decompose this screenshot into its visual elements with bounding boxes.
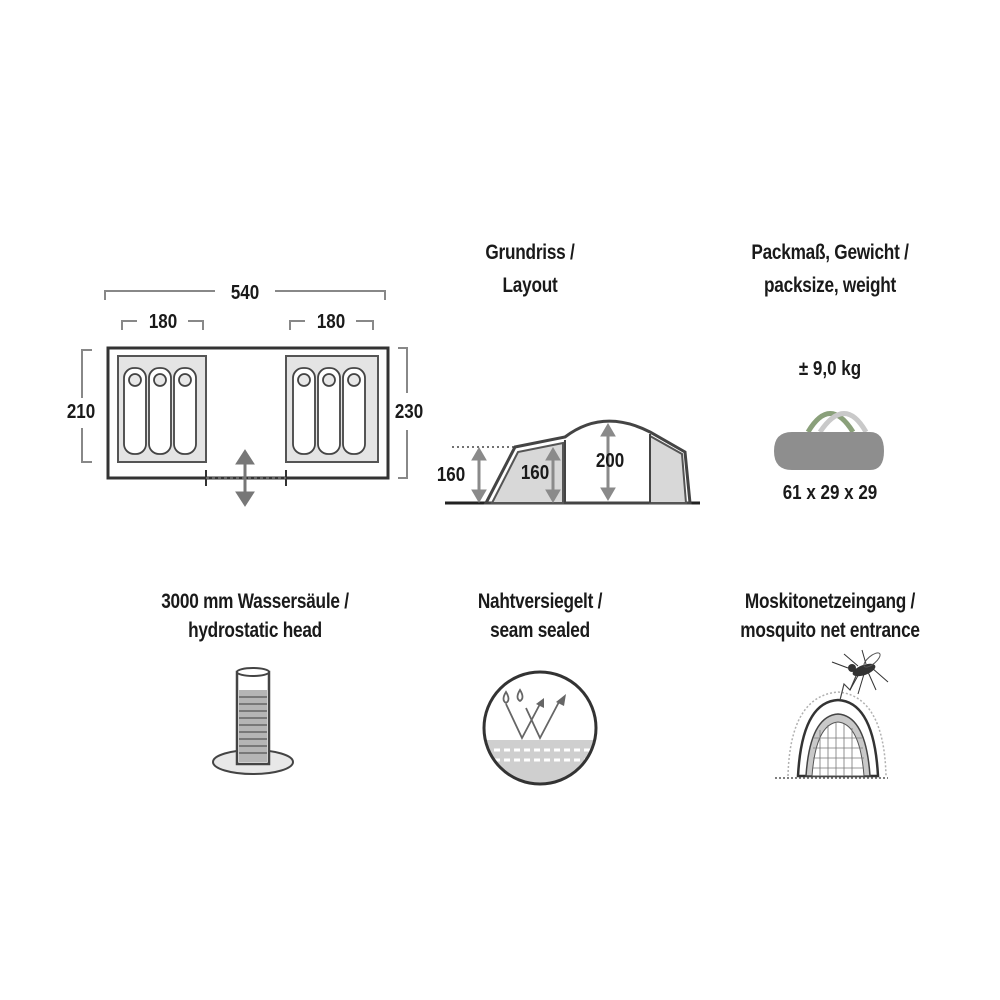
sleeping-bag-icon: [292, 367, 316, 455]
pack-size-label: 61 x 29 x 29: [782, 482, 878, 504]
height-arrow-cabin-icon: [545, 447, 561, 503]
seam-sealed-icon: [482, 670, 598, 786]
water-title-line1: 3000 mm Wassersäule /: [161, 590, 349, 613]
total-width-label: 540: [230, 282, 260, 304]
sleeping-bags-right: [292, 367, 366, 455]
depth-left-label: 210: [66, 401, 96, 423]
cabin-right-width-label: 180: [316, 311, 346, 333]
pack-title-line2: packsize, weight: [764, 274, 896, 297]
seam-title-line1: Nahtversiegelt /: [477, 590, 603, 613]
tent-side-view: [445, 419, 700, 505]
cabin-height-label: 160: [520, 462, 550, 484]
layout-title-line2: Layout: [502, 274, 558, 297]
outer-height-label: 160: [436, 464, 466, 486]
mosquito-net-icon: [775, 649, 889, 779]
water-column-icon: [212, 667, 294, 775]
sleeping-bag-icon: [173, 367, 197, 455]
sleeping-bags-left: [123, 367, 197, 455]
mosquito-title-line1: Moskitonetzeingang /: [744, 590, 916, 613]
center-height-label: 200: [595, 450, 625, 472]
mosquito-title-line2: mosquito net entrance: [740, 619, 920, 642]
water-title-line2: hydrostatic head: [188, 619, 322, 642]
layout-title-line1: Grundriss /: [485, 241, 575, 264]
duffel-bag-icon: [774, 411, 884, 470]
sleeping-bag-icon: [123, 367, 147, 455]
door-double-arrow-icon: [235, 449, 255, 507]
sleeping-bag-icon: [342, 367, 366, 455]
height-arrow-outer-icon: [471, 447, 487, 503]
seam-title-line2: seam sealed: [490, 619, 590, 642]
mosquito-icon: [831, 649, 889, 701]
depth-right-label: 230: [394, 401, 424, 423]
height-arrow-center-icon: [600, 423, 616, 501]
sleeping-bag-icon: [148, 367, 172, 455]
floorplan-dimension-lines: [81, 290, 408, 479]
weight-label: ± 9,0 kg: [798, 358, 862, 380]
pack-title-line1: Packmaß, Gewicht /: [751, 241, 909, 264]
cabin-left-width-label: 180: [148, 311, 178, 333]
sleeping-bag-icon: [317, 367, 341, 455]
